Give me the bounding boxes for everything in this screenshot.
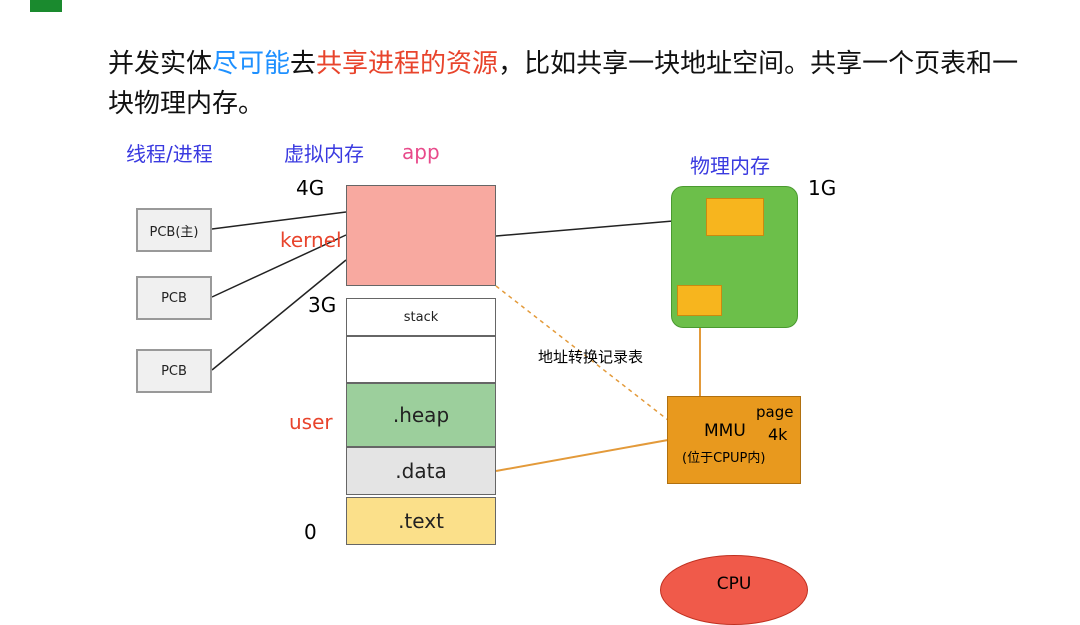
label-1g: 1G bbox=[808, 176, 837, 200]
label-app: app bbox=[402, 140, 440, 164]
stack-segment: stack bbox=[346, 298, 496, 336]
physical-page bbox=[706, 198, 764, 236]
heap-segment: .heap bbox=[346, 383, 496, 447]
mmu-page-label: page bbox=[756, 403, 794, 421]
label-kernel: kernel bbox=[280, 228, 342, 252]
connector-lines bbox=[211, 211, 709, 472]
label-0: 0 bbox=[304, 520, 317, 544]
pcb-main: PCB(主) bbox=[136, 208, 212, 252]
kernel-segment bbox=[346, 185, 496, 286]
cpu-ellipse: CPU bbox=[660, 555, 808, 625]
physical-page bbox=[677, 285, 722, 316]
data-segment: .data bbox=[346, 447, 496, 495]
label-physical-memory: 物理内存 bbox=[690, 154, 770, 178]
label-user: user bbox=[289, 410, 333, 434]
mmu-page-size: 4k bbox=[768, 425, 788, 444]
label-4g: 4G bbox=[296, 176, 325, 200]
text-segment: .text bbox=[346, 497, 496, 545]
slide-marker bbox=[30, 0, 62, 12]
label-translation-table: 地址转换记录表 bbox=[538, 348, 644, 366]
label-3g: 3G bbox=[308, 293, 337, 317]
label-virtual-memory: 虚拟内存 bbox=[284, 142, 364, 166]
pcb: PCB bbox=[136, 276, 212, 320]
label-thread-process: 线程/进程 bbox=[126, 142, 213, 166]
mmu-label: MMU bbox=[704, 421, 746, 441]
pcb: PCB bbox=[136, 349, 212, 393]
slide-title: 并发实体尽可能去共享进程的资源，比如共享一块地址空间。共享一个页表和一块物理内存… bbox=[108, 49, 1019, 119]
mmu-note: (位于CPUP内) bbox=[682, 451, 766, 466]
free-segment bbox=[346, 336, 496, 383]
mmu-box: MMU page 4k (位于CPUP内) bbox=[667, 396, 801, 484]
